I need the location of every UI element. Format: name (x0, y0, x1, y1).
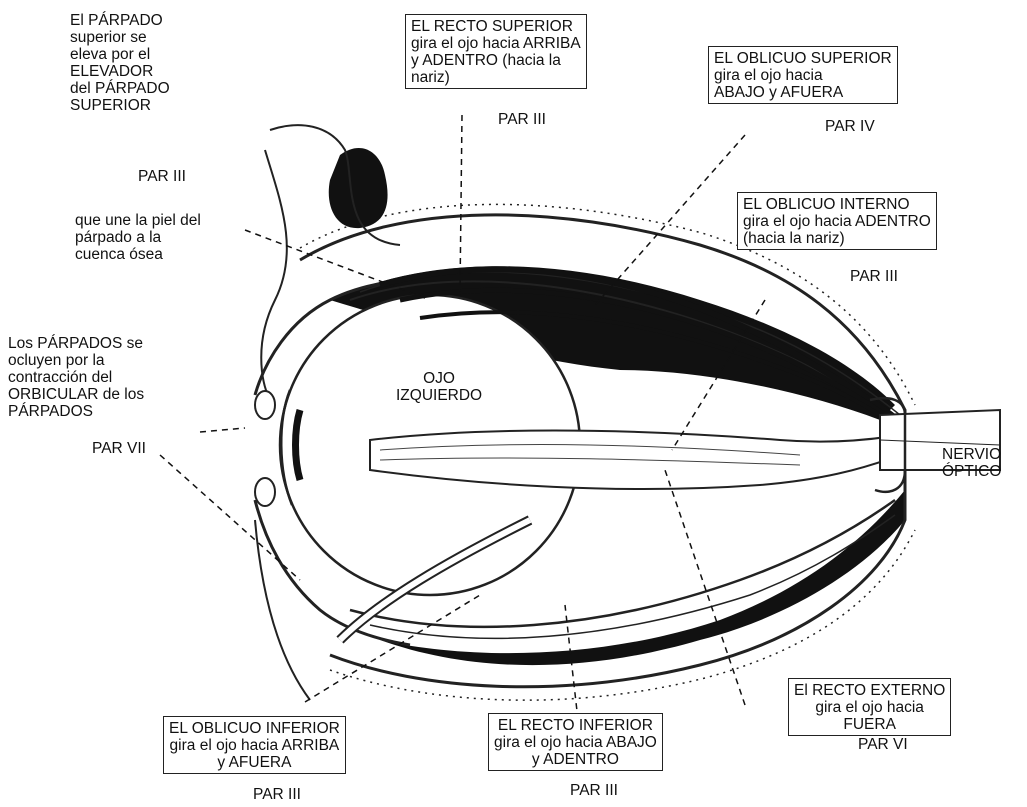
leader-orbicular (160, 455, 300, 580)
label-line: EL OBLICUO SUPERIOR (714, 50, 892, 67)
label-line: y ADENTRO (hacia la (411, 52, 581, 69)
label-nervio-optico: NERVIO ÓPTICO (942, 446, 1001, 480)
label-line: NERVIO (942, 446, 1001, 463)
label-line: y ADENTRO (494, 751, 657, 768)
label-line: El RECTO EXTERNO (794, 682, 945, 699)
par-oblicuo-superior: PAR IV (825, 118, 875, 136)
label-line: ELEVADOR (70, 63, 170, 80)
label-line: párpado a la (75, 229, 201, 246)
leader-oblicuo-superior (595, 135, 745, 305)
label-line: PÁRPADOS (8, 403, 144, 420)
label-line: SUPERIOR (70, 97, 170, 114)
box-recto-superior: EL RECTO SUPERIOR gira el ojo hacia ARRI… (405, 14, 587, 89)
label-line: FUERA (794, 716, 945, 733)
par-oblicuo-inferior: PAR III (253, 786, 301, 804)
label-orbicular: Los PÁRPADOS se ocluyen por la contracci… (8, 335, 144, 420)
label-line: eleva por el (70, 46, 170, 63)
label-line: cuenca ósea (75, 246, 201, 263)
label-ojo-izquierdo: OJO IZQUIERDO (396, 370, 482, 404)
label-line: gira el ojo hacia ARRIBA (411, 35, 581, 52)
label-line: EL OBLICUO INTERNO (743, 196, 931, 213)
label-line: contracción del (8, 369, 144, 386)
label-line: IZQUIERDO (396, 387, 482, 404)
label-union-piel: que une la piel del párpado a la cuenca … (75, 212, 201, 263)
label-line: gira el ojo hacia ADENTRO (743, 213, 931, 230)
label-line: Los PÁRPADOS se (8, 335, 144, 352)
leader-oblicuo-inferior (305, 595, 480, 702)
leader-recto-superior (460, 115, 462, 292)
par-elevador: PAR III (138, 168, 186, 186)
label-line: y AFUERA (169, 754, 340, 771)
label-line: OJO (396, 370, 482, 387)
label-line: gira el ojo hacia ARRIBA (169, 737, 340, 754)
par-recto-inferior: PAR III (570, 782, 618, 800)
label-line: ORBICULAR de los (8, 386, 144, 403)
box-oblicuo-interno: EL OBLICUO INTERNO gira el ojo hacia ADE… (737, 192, 937, 250)
label-line: El PÁRPADO (70, 12, 170, 29)
par-recto-superior: PAR III (498, 111, 546, 129)
label-line: del PÁRPADO (70, 80, 170, 97)
label-line: EL OBLICUO INFERIOR (169, 720, 340, 737)
label-line: gira el ojo hacia (794, 699, 945, 716)
par-oblicuo-interno: PAR III (850, 268, 898, 286)
label-elevador-parpado: El PÁRPADO superior se eleva por el ELEV… (70, 12, 170, 114)
label-line: ÓPTICO (942, 463, 1001, 480)
label-line: EL RECTO INFERIOR (494, 717, 657, 734)
box-oblicuo-inferior: EL OBLICUO INFERIOR gira el ojo hacia AR… (163, 716, 346, 774)
label-line: superior se (70, 29, 170, 46)
label-line: que une la piel del (75, 212, 201, 229)
label-line: gira el ojo hacia ABAJO (494, 734, 657, 751)
par-orbicular: PAR VII (92, 440, 146, 458)
label-line: nariz) (411, 69, 581, 86)
label-line: ocluyen por la (8, 352, 144, 369)
label-line: ABAJO y AFUERA (714, 84, 892, 101)
label-line: gira el ojo hacia (714, 67, 892, 84)
leader-orbicular-short (200, 428, 245, 432)
box-recto-inferior: EL RECTO INFERIOR gira el ojo hacia ABAJ… (488, 713, 663, 771)
box-recto-externo: El RECTO EXTERNO gira el ojo hacia FUERA (788, 678, 951, 736)
label-line: (hacia la nariz) (743, 230, 931, 247)
label-line: EL RECTO SUPERIOR (411, 18, 581, 35)
box-oblicuo-superior: EL OBLICUO SUPERIOR gira el ojo hacia AB… (708, 46, 898, 104)
par-recto-externo: PAR VI (858, 736, 908, 754)
